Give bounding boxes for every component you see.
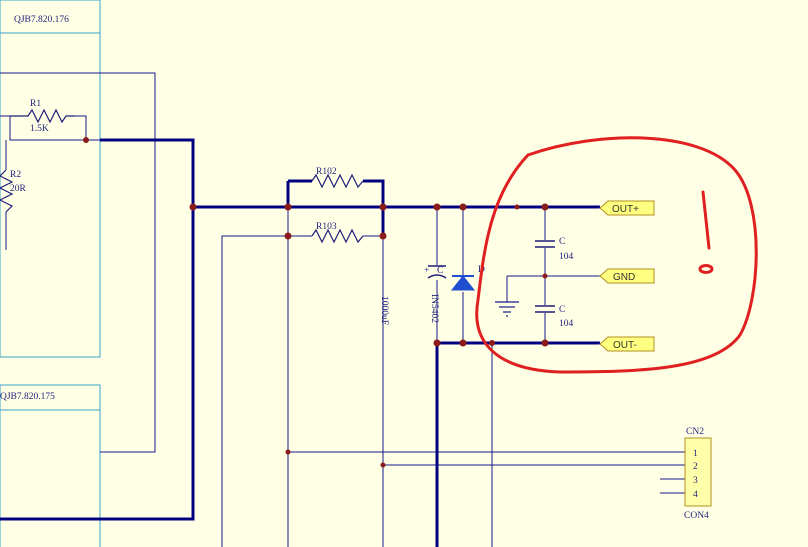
c-top-value: 104 bbox=[559, 252, 574, 262]
port-out-plus[interactable]: OUT+ bbox=[599, 200, 655, 216]
r2-ref: R2 bbox=[10, 170, 21, 180]
resistor-r102[interactable]: R102 bbox=[311, 167, 364, 189]
c-bottom-value: 104 bbox=[559, 319, 574, 329]
r2-value: 20R bbox=[10, 184, 27, 194]
wires bbox=[0, 72, 685, 547]
annotation-mark: ! bbox=[690, 199, 691, 201]
r1-ref: R1 bbox=[30, 99, 41, 109]
c-bottom-ref: C bbox=[559, 305, 565, 315]
capacitor-c104-top[interactable]: C 104 bbox=[535, 237, 574, 262]
cap-ref: C bbox=[437, 266, 443, 276]
diode-part: IN5402 bbox=[429, 294, 439, 323]
c-top-ref: C bbox=[559, 237, 565, 247]
port-out-plus-label: OUT+ bbox=[612, 204, 639, 215]
connector-pin-1: 1 bbox=[693, 449, 698, 459]
connector-pin-3: 3 bbox=[693, 476, 698, 486]
electrolytic-capacitor[interactable]: + C 1000uF bbox=[379, 265, 447, 325]
connector-pin-4: 4 bbox=[693, 490, 698, 500]
resistor-r103[interactable]: R103 bbox=[288, 222, 383, 244]
r103-ref: R103 bbox=[316, 222, 337, 232]
cap-polarity: + bbox=[424, 266, 429, 276]
connector-type: CON4 bbox=[684, 511, 709, 521]
r102-ref: R102 bbox=[316, 167, 337, 177]
resistor-r2[interactable]: R2 20R bbox=[0, 169, 27, 213]
capacitor-c104-bottom[interactable]: C 104 bbox=[535, 305, 574, 329]
sheet-title-bottom: QJB7.820.175 bbox=[0, 392, 55, 402]
port-out-minus[interactable]: OUT- bbox=[599, 336, 655, 352]
port-out-minus-label: OUT- bbox=[613, 340, 637, 351]
connector-ref: CN2 bbox=[686, 427, 704, 437]
power-bus bbox=[0, 138, 600, 547]
connector-cn2[interactable]: CN2 1 2 3 4 CON4 bbox=[684, 427, 712, 521]
sheet-symbol-bottom[interactable]: QJB7.820.175 bbox=[0, 384, 101, 547]
port-gnd[interactable]: GND bbox=[599, 268, 655, 284]
red-annotation: ! bbox=[475, 136, 758, 374]
junctions bbox=[83, 137, 549, 468]
sheet-symbol-top[interactable]: QJB7.820.176 bbox=[0, 0, 101, 358]
r1-value: 1.5K bbox=[30, 124, 49, 134]
resistor-r1[interactable]: R1 1.5K bbox=[10, 99, 75, 134]
ground-icon bbox=[495, 301, 519, 317]
cap-value: 1000uF bbox=[379, 296, 389, 325]
sheet-title-top: QJB7.820.176 bbox=[14, 15, 69, 25]
connector-pin-2: 2 bbox=[693, 462, 698, 472]
port-gnd-label: GND bbox=[613, 272, 635, 283]
